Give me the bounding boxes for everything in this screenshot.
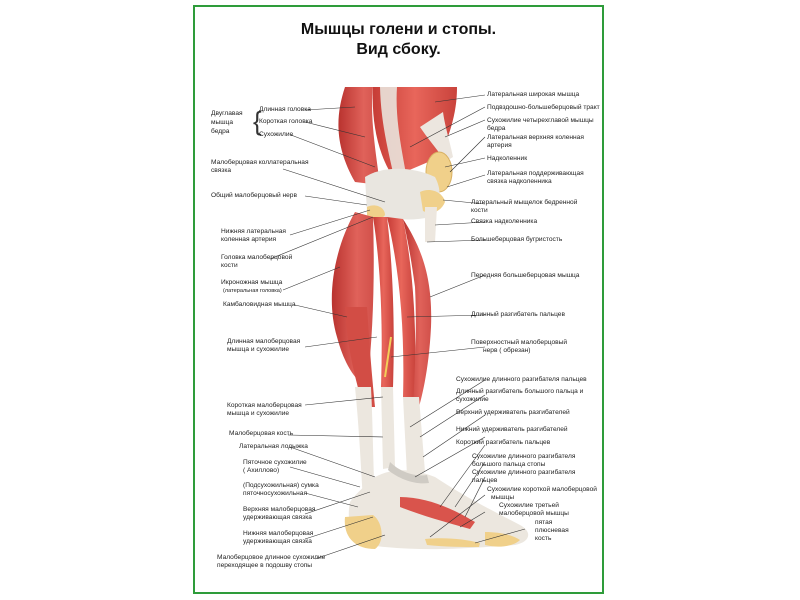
knee-capsule xyxy=(365,168,440,220)
label-tibial-tuberosity: Большеберцовая бугристость xyxy=(471,236,563,243)
label-fibula: Малоберцовая кость xyxy=(229,430,294,437)
label-vastus-lateralis: Латеральная широкая мышца xyxy=(487,91,580,98)
extensor-digitorum-brevis-muscle xyxy=(400,497,475,529)
label-sup-genicular-2: артерия xyxy=(487,142,512,149)
label-peroneus-longus-2: мышца и сухожилие xyxy=(227,346,290,353)
lower-tendons xyxy=(381,387,395,469)
label-fibula-head-1: Головка малоберцовой xyxy=(221,254,293,261)
label-bursa-2: пяточносухожильная xyxy=(243,490,308,497)
achilles-tendon xyxy=(355,387,375,502)
label-biceps-3: бедра xyxy=(211,128,230,135)
label-quadriceps-tendon-2: бедра xyxy=(487,125,506,132)
label-femoral-condyle-2: кости xyxy=(471,207,488,214)
label-gastrocnemius-1: Икроножная мышца xyxy=(221,279,283,286)
label-quadriceps-tendon-1: Сухожилие четырехглавой мышцы xyxy=(487,117,594,124)
label-patellar-retinaculum-1: Латеральная поддерживающая xyxy=(487,170,584,177)
label-edl-tendon2-2: пальцев xyxy=(472,477,498,484)
label-gastrocnemius-2: (латеральная головка) xyxy=(223,288,282,294)
fibula-head xyxy=(367,205,385,220)
label-tendon: Сухожилие xyxy=(259,131,294,138)
label-sup-retinaculum-2: удерживающая связка xyxy=(243,514,312,521)
label-inferior-genicular-1: Нижняя латеральная xyxy=(221,228,286,235)
label-short-head: Короткая головка xyxy=(259,118,313,125)
lower-leg xyxy=(331,212,432,502)
label-ehl-tendon-1: Сухожилие длинного разгибателя xyxy=(472,453,576,460)
label-inf-retinaculum-2: удерживающая связка xyxy=(243,538,312,545)
label-peroneus-brevis-1: Короткая малоберцовая xyxy=(227,402,302,409)
label-peroneus-longus-1: Длинная малоберцовая xyxy=(227,338,301,345)
label-edl-tendon2-1: Сухожилие длинного разгибателя xyxy=(472,469,576,476)
soleus-muscle xyxy=(345,307,375,407)
label-fibula-head-2: кости xyxy=(221,262,238,269)
label-fibular-collateral-1: Малоберцовая коллатеральная xyxy=(211,159,309,166)
peroneus-longus-muscle xyxy=(373,217,394,387)
label-bursa-1: (Подсухожильная) сумка xyxy=(243,482,319,489)
label-ext-digitorum-brevis: Короткий разгибатель пальцев xyxy=(456,439,551,446)
label-fifth-metatarsal-3: кость xyxy=(535,535,552,542)
label-pb-tendon-1: Сухожилие короткой малоберцовой xyxy=(487,486,597,493)
label-patella: Надколенник xyxy=(487,155,528,162)
leg-illustration xyxy=(269,87,529,560)
label-common-fibular-nerve: Общий малоберцовый нерв xyxy=(211,192,297,199)
iliotibial-tract xyxy=(380,87,407,182)
label-long-head: Длинная головка xyxy=(259,106,311,113)
label-ehl-1: Длинный разгибатель большого пальца и xyxy=(456,388,584,395)
label-peroneus-sole-2: переходящее в подошву стопы xyxy=(217,562,313,569)
label-inferior-genicular-2: коленная артерия xyxy=(221,236,277,243)
label-peroneus-brevis-2: мышца и сухожилие xyxy=(227,410,290,417)
fibular-nerve xyxy=(384,336,392,378)
label-achilles-1: Пяточное сухожилие xyxy=(243,459,307,466)
biceps-brace: { xyxy=(253,106,262,136)
label-sup-fibular-nerve-2: нерв ( обрезан) xyxy=(483,347,531,354)
label-ext-digitorum-longus: Длинный разгибатель пальцев xyxy=(471,311,565,318)
title-line-1: Мышцы голени и стопы. xyxy=(300,21,497,38)
label-tibialis-anterior: Передняя большеберцовая мышца xyxy=(471,272,580,279)
label-edl-tendon: Сухожилие длинного разгибателя пальцев xyxy=(456,376,587,383)
anterior-tendons xyxy=(403,397,425,475)
knee xyxy=(365,151,453,242)
label-pt-tendon-1: Сухожилие третьей xyxy=(499,502,559,509)
leader-lines xyxy=(269,94,526,560)
label-sup-retinaculum-1: Верхняя малоберцовая xyxy=(243,506,316,513)
label-ehl-tendon-2: большого пальца стопы xyxy=(472,461,546,468)
label-femoral-condyle-1: Латеральный мыщелок бедренной xyxy=(471,199,578,206)
label-sup-ext-retinaculum: Верхний удерживатель разгибателей xyxy=(456,409,570,416)
label-sup-genicular-1: Латеральная верхняя коленная xyxy=(487,134,584,141)
quadriceps-tendon xyxy=(420,112,453,162)
label-fifth-metatarsal-1: пятая xyxy=(535,519,553,526)
foot xyxy=(344,462,529,550)
label-pt-tendon-2: малоберцовой мышцы xyxy=(499,510,569,517)
patellar-ligament xyxy=(425,207,437,242)
label-inf-ext-retinaculum: Нижний удерживатель разгибателей xyxy=(456,426,568,433)
fifth-metatarsal xyxy=(425,538,480,547)
label-achilles-2: ( Ахиллово) xyxy=(243,467,280,474)
label-sup-fibular-nerve-1: Поверхностный малоберцовый xyxy=(471,339,568,346)
extensor-digitorum-longus-muscle xyxy=(387,217,416,397)
anatomy-poster: Мышцы голени и стопы. Вид сбоку. xyxy=(193,5,604,594)
label-soleus: Камбаловидная мышца xyxy=(223,301,296,308)
tibialis-anterior-muscle xyxy=(403,219,432,407)
poster-title: Мышцы голени и стопы. Вид сбоку. xyxy=(195,20,602,60)
label-biceps-2: мышца xyxy=(211,119,234,126)
label-patellar-ligament: Связка надколенника xyxy=(471,218,538,225)
toe-bones xyxy=(485,532,520,547)
label-patellar-retinaculum-2: связка надколенника xyxy=(487,178,552,185)
label-fibular-collateral-2: связка xyxy=(211,167,232,174)
label-ehl-2: сухожилие xyxy=(456,396,489,403)
title-line-2: Вид сбоку. xyxy=(356,41,441,58)
label-it-tract: Подвздошно-большеберцовый тракт xyxy=(487,104,600,111)
biceps-femoris-muscle xyxy=(338,87,380,185)
extensor-retinaculum xyxy=(388,462,429,484)
label-lateral-malleolus: Латеральная лодыжка xyxy=(239,443,308,450)
label-biceps-1: Двуглавая xyxy=(211,110,243,117)
label-pb-tendon-2: мышцы xyxy=(491,494,515,501)
label-fifth-metatarsal-2: плюсневая xyxy=(535,527,569,534)
label-inf-retinaculum-1: Нижняя малоберцовая xyxy=(243,530,314,537)
heel-bone xyxy=(344,515,382,549)
label-peroneus-sole-1: Малоберцовое длинное сухожилие xyxy=(217,554,326,561)
